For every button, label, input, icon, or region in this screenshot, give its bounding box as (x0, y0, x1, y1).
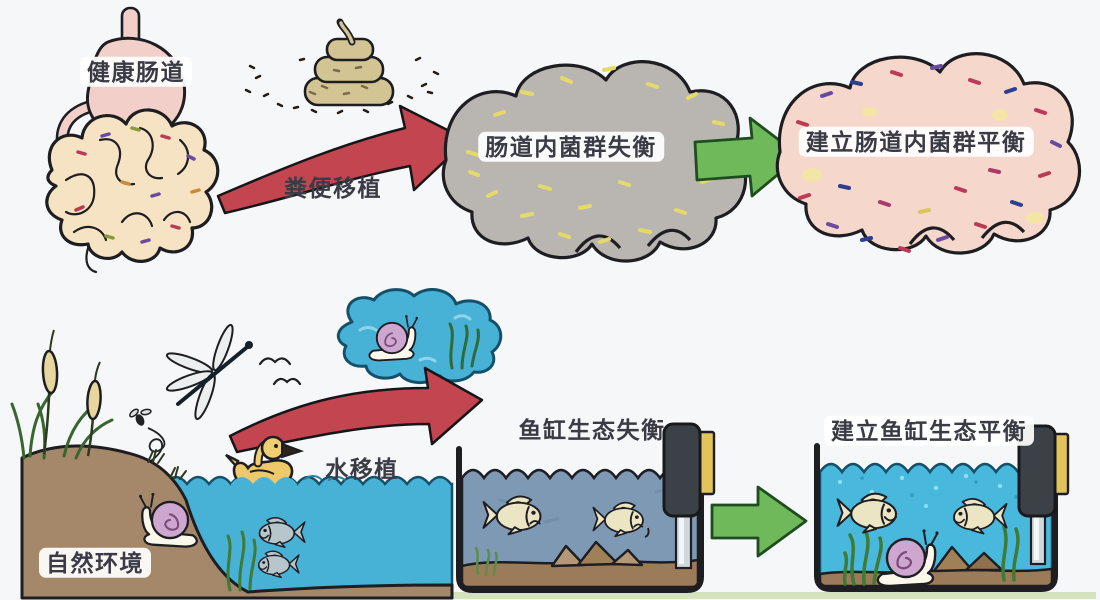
ground-strip (430, 592, 1096, 599)
tank-glass-outline (456, 443, 704, 593)
dragonfly (165, 323, 253, 421)
slope-grass-tufts (147, 449, 187, 480)
healthy-gut-illustration (45, 6, 220, 274)
tank-balance-label: 建立鱼缸生态平衡 (824, 415, 1034, 447)
tank-rocks (932, 545, 1004, 573)
natural-environment-label: 自然环境 (39, 547, 151, 579)
small-intestine-blob (45, 108, 220, 263)
fish-tear (644, 527, 650, 538)
gut-balance-label: 建立肠道内菌群平衡 (798, 126, 1034, 158)
gut-recovery-arrow (693, 116, 802, 198)
tank-glass-outline (814, 443, 1058, 592)
tank-rocks (550, 540, 644, 568)
water-highlights (358, 314, 472, 363)
water-specks (860, 476, 1018, 499)
stool-flecks (308, 65, 369, 96)
healthy-gut-label: 健康肠道 (80, 56, 192, 88)
blob-grass (448, 322, 480, 370)
waterline-overlay (231, 477, 297, 505)
pond-water (163, 475, 454, 599)
pond-seaweed (226, 530, 257, 592)
ripples (304, 475, 346, 481)
water-transplant-label: 水移植 (325, 455, 399, 482)
balanced-bacteria-flecks (796, 64, 1062, 253)
tank-imbalance-label: 鱼缸生态失衡 (518, 416, 666, 443)
stool-pile-illustration (244, 18, 440, 115)
tank-seaweed (842, 525, 1020, 586)
water-sample-blob (336, 288, 503, 384)
sparse-grass (474, 546, 498, 577)
filter-box (662, 422, 702, 518)
gut-flora-flecks (74, 126, 201, 244)
water-transplant-arrow (228, 366, 484, 454)
imbalanced-fish-tank (456, 422, 716, 593)
fecal-transplant-label: 粪便移植 (284, 174, 382, 201)
flies-specks (244, 56, 440, 115)
birds (258, 357, 302, 386)
balanced-blob-spots (802, 107, 1044, 224)
tank-recovery-arrow (710, 485, 808, 558)
balanced-fish-tank (814, 424, 1070, 592)
gut-imbalance-label: 肠道内菌群失衡 (478, 131, 664, 163)
filter-box (1017, 424, 1057, 518)
cattails (41, 329, 102, 457)
